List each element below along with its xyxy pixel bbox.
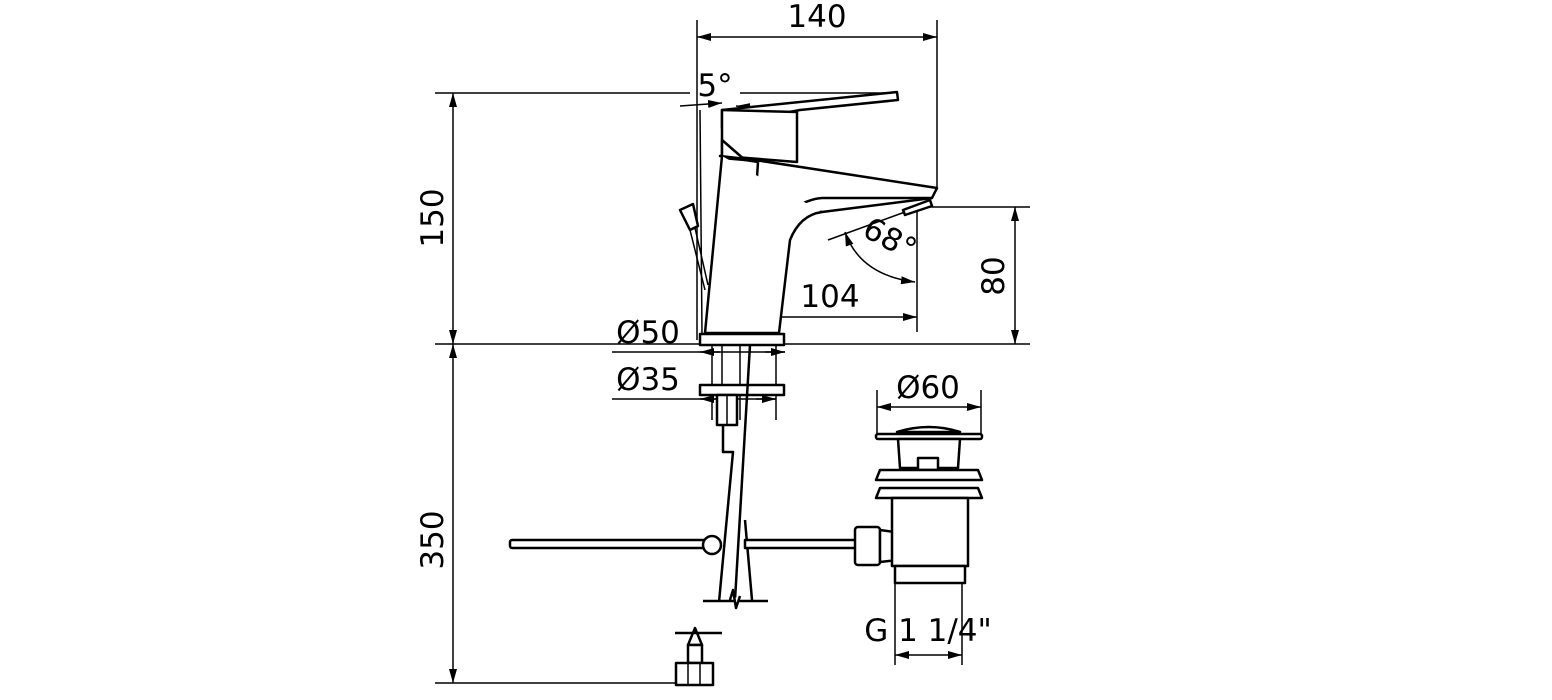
faucet-base: Ø50 Ø35	[612, 315, 786, 427]
dimension-label: 350	[415, 510, 451, 569]
dimension-label: G 1 1/4"	[864, 613, 992, 649]
dimension-width-140: 140	[696, 0, 938, 340]
aerator	[901, 198, 934, 217]
pop-up-knob	[678, 202, 700, 232]
dimension-length-350: 350	[415, 344, 690, 684]
dimension-label: 150	[415, 188, 451, 247]
dimension-label: Ø35	[616, 362, 680, 398]
dimension-label: 5°	[697, 68, 732, 104]
pop-up-waste: Ø60 G 1 1/4"	[864, 370, 992, 665]
dimension-label: 104	[800, 279, 859, 315]
dimension-label: 140	[787, 0, 846, 35]
dimension-label: Ø50	[616, 315, 680, 351]
dimension-label: 68°	[857, 210, 922, 268]
dimension-spout-height-80: 80	[915, 206, 1030, 344]
dimension-lever-tilt: 5°	[435, 68, 897, 334]
dimension-label: Ø60	[896, 370, 960, 406]
pop-up-rod-and-hoses	[508, 344, 900, 687]
dimension-label: 80	[976, 256, 1012, 295]
faucet-body	[678, 90, 939, 335]
